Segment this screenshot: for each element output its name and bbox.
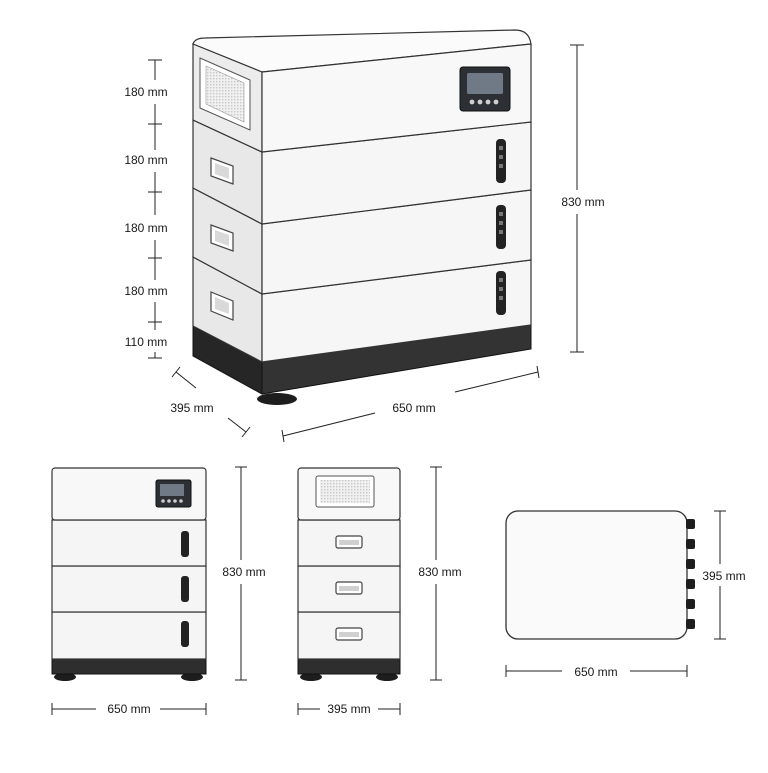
top-view-outline bbox=[505, 510, 688, 640]
front-view bbox=[51, 467, 207, 681]
control-display-icon bbox=[155, 479, 192, 508]
iso-top-lid bbox=[192, 29, 532, 73]
module-height-label: 180 mm bbox=[124, 284, 167, 298]
front-module bbox=[51, 611, 207, 660]
front-width-dimension bbox=[51, 703, 207, 715]
handle-icon bbox=[210, 224, 234, 252]
width-label: 650 mm bbox=[392, 401, 435, 415]
battery-indicator-icon bbox=[181, 531, 189, 557]
depth-label: 395 mm bbox=[170, 401, 213, 415]
front-foot bbox=[54, 673, 76, 681]
top-depth-label: 395 mm bbox=[702, 569, 745, 583]
handle-icon bbox=[335, 581, 363, 595]
handle-icon bbox=[335, 627, 363, 641]
iso-total-height-dimension bbox=[570, 44, 584, 353]
side-foot bbox=[300, 673, 322, 681]
side-height-dimension bbox=[430, 466, 442, 681]
battery-indicator-icon bbox=[496, 139, 506, 183]
iso-foot bbox=[257, 393, 297, 405]
top-width-label: 650 mm bbox=[574, 665, 617, 679]
iso-width-dimension bbox=[281, 365, 540, 443]
control-display-icon bbox=[459, 66, 511, 112]
side-view bbox=[297, 467, 401, 681]
module-height-label: 180 mm bbox=[124, 85, 167, 99]
vent-grille-icon bbox=[199, 57, 251, 131]
top-depth-dimension bbox=[714, 510, 726, 640]
battery-indicator-icon bbox=[181, 576, 189, 602]
front-height-label: 830 mm bbox=[222, 565, 265, 579]
handle-icon bbox=[210, 157, 234, 185]
module-height-label: 110 mm bbox=[125, 335, 167, 349]
battery-indicator-icon bbox=[181, 621, 189, 647]
iso-depth-dimension bbox=[171, 366, 251, 438]
battery-indicator-icon bbox=[496, 205, 506, 249]
side-width-dimension bbox=[297, 703, 401, 715]
side-module bbox=[297, 519, 401, 567]
iso-battery-stack bbox=[192, 29, 532, 405]
front-height-dimension bbox=[235, 466, 247, 681]
front-width-label: 650 mm bbox=[107, 702, 150, 716]
terminal-icon bbox=[686, 519, 695, 629]
module-height-label: 180 mm bbox=[124, 153, 167, 167]
front-module bbox=[51, 565, 207, 613]
front-foot bbox=[181, 673, 203, 681]
top-width-dimension bbox=[505, 665, 688, 677]
front-base bbox=[51, 658, 207, 675]
front-module bbox=[51, 519, 207, 567]
iso-module-dimension-chain bbox=[148, 59, 162, 359]
module-height-label: 180 mm bbox=[124, 221, 167, 235]
side-base bbox=[297, 658, 401, 675]
side-foot bbox=[376, 673, 398, 681]
total-height-label: 830 mm bbox=[561, 195, 604, 209]
side-height-label: 830 mm bbox=[418, 565, 461, 579]
handle-icon bbox=[335, 535, 363, 549]
battery-indicator-icon bbox=[496, 271, 506, 315]
handle-icon bbox=[210, 291, 234, 321]
vent-grille-icon bbox=[315, 475, 375, 508]
top-view bbox=[505, 510, 695, 640]
side-width-label: 395 mm bbox=[327, 702, 370, 716]
